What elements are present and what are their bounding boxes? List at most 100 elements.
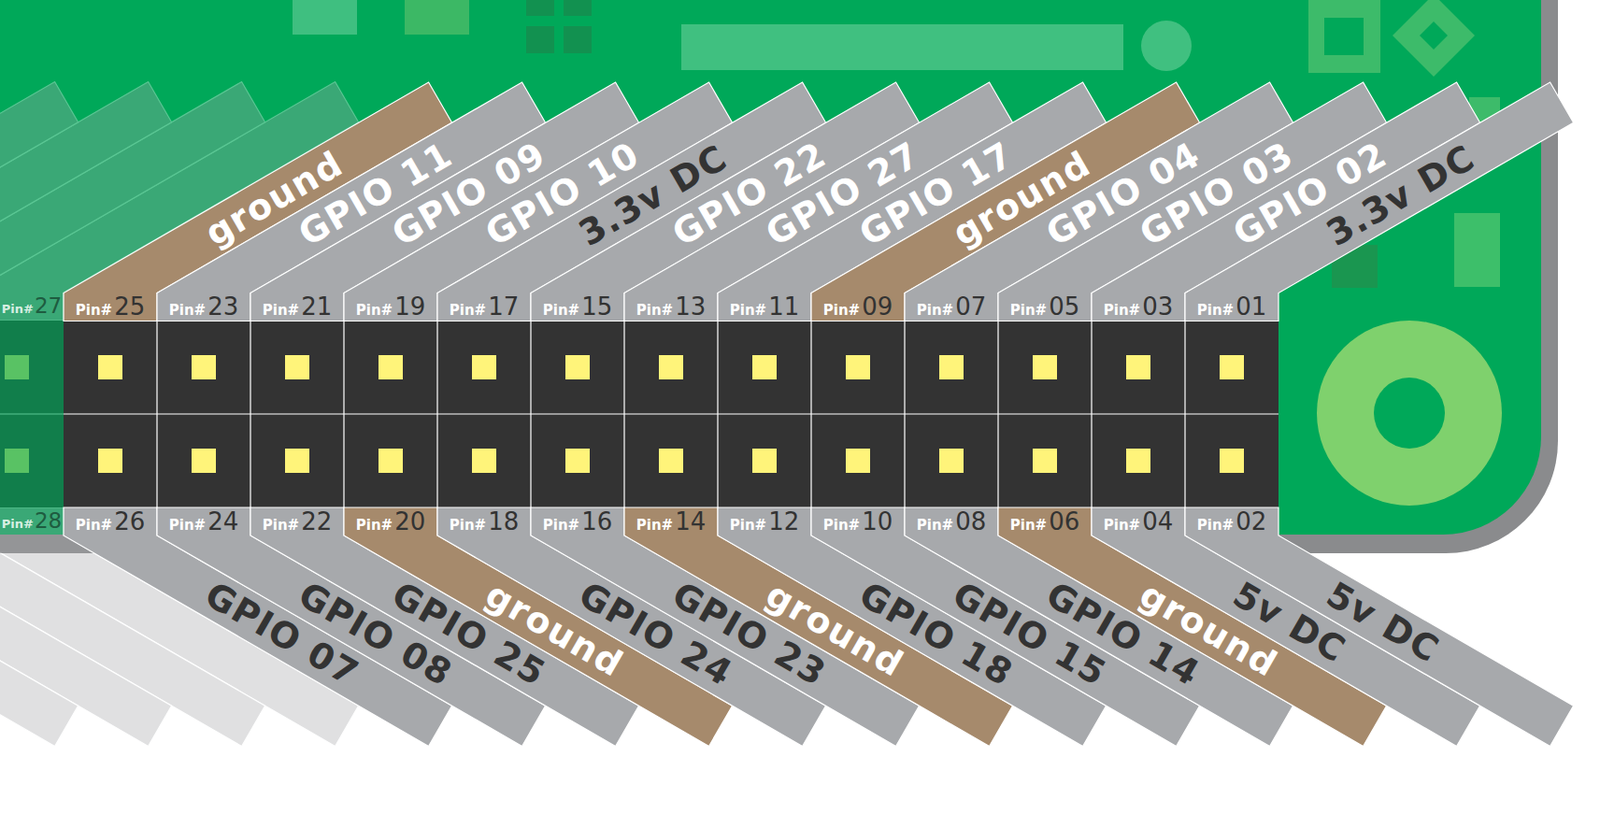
pin-prefix: Pin# bbox=[356, 518, 393, 533]
pin-prefix: Pin# bbox=[1010, 303, 1047, 318]
faded-pin-label-row: Pin#27 bbox=[0, 292, 63, 321]
pin bbox=[658, 355, 684, 380]
pin bbox=[285, 448, 310, 473]
pin-number: 04 bbox=[1142, 509, 1173, 534]
pin bbox=[98, 355, 123, 380]
pins bbox=[98, 355, 1244, 473]
band-shape bbox=[1185, 507, 1574, 747]
pin-label-row: Pin#26 bbox=[63, 507, 158, 536]
board-component bbox=[1324, 17, 1364, 56]
pin bbox=[565, 448, 590, 473]
pin-label-row: Pin#23 bbox=[157, 292, 251, 321]
pin-prefix: Pin# bbox=[823, 303, 860, 318]
pin bbox=[1219, 448, 1244, 473]
band-label-holder: GPIO 17 bbox=[717, 82, 888, 118]
board-component bbox=[1141, 20, 1192, 72]
pin bbox=[658, 448, 684, 473]
pin-label-row: Pin#04 bbox=[1091, 507, 1186, 536]
pin-label-row: Pin#11 bbox=[717, 292, 812, 321]
pin-label-row: Pin#12 bbox=[717, 507, 812, 536]
faded-header bbox=[0, 320, 64, 508]
pin bbox=[1126, 448, 1151, 473]
board-component bbox=[681, 24, 1124, 71]
board-component bbox=[292, 0, 358, 35]
board-component bbox=[404, 0, 470, 35]
band-label-holder: 3.3v DC bbox=[1185, 82, 1349, 118]
board-component bbox=[563, 0, 592, 16]
faded-grid bbox=[0, 413, 64, 415]
board-component bbox=[1419, 21, 1448, 50]
pin-band: Pin#025v DC bbox=[1185, 507, 1574, 747]
band-label-holder: GPIO 04 bbox=[904, 82, 1075, 118]
pin-number: 10 bbox=[861, 509, 893, 534]
pin bbox=[752, 448, 777, 473]
pin-label-row: Pin#21 bbox=[250, 292, 344, 321]
band-label-holder: ground bbox=[811, 82, 963, 118]
pin-number: 24 bbox=[207, 509, 239, 534]
pin-prefix: Pin# bbox=[823, 518, 860, 533]
pin bbox=[1032, 355, 1058, 380]
band-label-holder: GPIO 22 bbox=[530, 82, 701, 118]
pin bbox=[939, 355, 964, 380]
pin-prefix: Pin# bbox=[542, 518, 580, 533]
pin-prefix: Pin# bbox=[449, 518, 486, 533]
pin-prefix: Pin# bbox=[75, 518, 113, 533]
pin-number: 18 bbox=[487, 509, 519, 534]
header-grid bbox=[63, 320, 1279, 508]
pin bbox=[98, 448, 123, 473]
pin-number: 17 bbox=[487, 294, 519, 319]
pin bbox=[1126, 355, 1151, 380]
pin bbox=[845, 355, 871, 380]
board-component bbox=[526, 0, 555, 16]
pin-number: 13 bbox=[674, 294, 706, 319]
pin-prefix: Pin# bbox=[729, 303, 767, 318]
pin-number: 28 bbox=[34, 510, 62, 532]
pin-prefix: Pin# bbox=[1010, 518, 1047, 533]
pin-prefix: Pin# bbox=[1103, 518, 1141, 533]
pin-number: 08 bbox=[955, 509, 986, 534]
pin-number: 12 bbox=[768, 509, 800, 534]
pin-prefix: Pin# bbox=[1, 302, 34, 315]
pin-prefix: Pin# bbox=[356, 303, 393, 318]
band-label-holder: GPIO 27 bbox=[624, 82, 795, 118]
pin-prefix: Pin# bbox=[1197, 518, 1234, 533]
pin bbox=[939, 448, 964, 473]
pin-label-row: Pin#25 bbox=[63, 292, 158, 321]
pin-label-row: Pin#05 bbox=[998, 292, 1092, 321]
pin-label-row: Pin#13 bbox=[624, 292, 718, 321]
pin-label-row: Pin#06 bbox=[998, 507, 1092, 536]
pin bbox=[378, 448, 403, 473]
pin-number: 09 bbox=[861, 294, 893, 319]
pin-prefix: Pin# bbox=[169, 518, 206, 533]
pin bbox=[471, 355, 497, 380]
board-component bbox=[526, 26, 555, 54]
pin bbox=[191, 355, 216, 380]
pin-number: 03 bbox=[1142, 294, 1173, 319]
band-label-holder: GPIO 09 bbox=[250, 82, 421, 118]
pin-prefix: Pin# bbox=[636, 303, 673, 318]
pin-prefix: Pin# bbox=[1103, 303, 1141, 318]
pin-label-row: Pin#03 bbox=[1091, 292, 1186, 321]
mounting-hole bbox=[1316, 320, 1502, 506]
board-component bbox=[1308, 0, 1381, 73]
pin-number: 20 bbox=[394, 509, 426, 534]
pin-label-row: Pin#07 bbox=[904, 292, 999, 321]
pin-number: 05 bbox=[1048, 294, 1080, 319]
pin-number: 15 bbox=[581, 294, 613, 319]
pin bbox=[1219, 355, 1244, 380]
pin-number: 21 bbox=[300, 294, 332, 319]
pin-number: 22 bbox=[300, 509, 332, 534]
pin bbox=[845, 448, 871, 473]
pin-prefix: Pin# bbox=[449, 303, 486, 318]
band-label-holder: GPIO 02 bbox=[1091, 82, 1262, 118]
band-label-holder: 3.3v DC bbox=[437, 82, 601, 118]
pin-label-row: Pin#01 bbox=[1185, 292, 1279, 321]
pin-prefix: Pin# bbox=[169, 303, 206, 318]
mounting-hole bbox=[1373, 377, 1445, 449]
pin-label-row: Pin#09 bbox=[811, 292, 905, 321]
pin bbox=[1032, 448, 1058, 473]
pin bbox=[471, 448, 497, 473]
pin bbox=[191, 448, 216, 473]
